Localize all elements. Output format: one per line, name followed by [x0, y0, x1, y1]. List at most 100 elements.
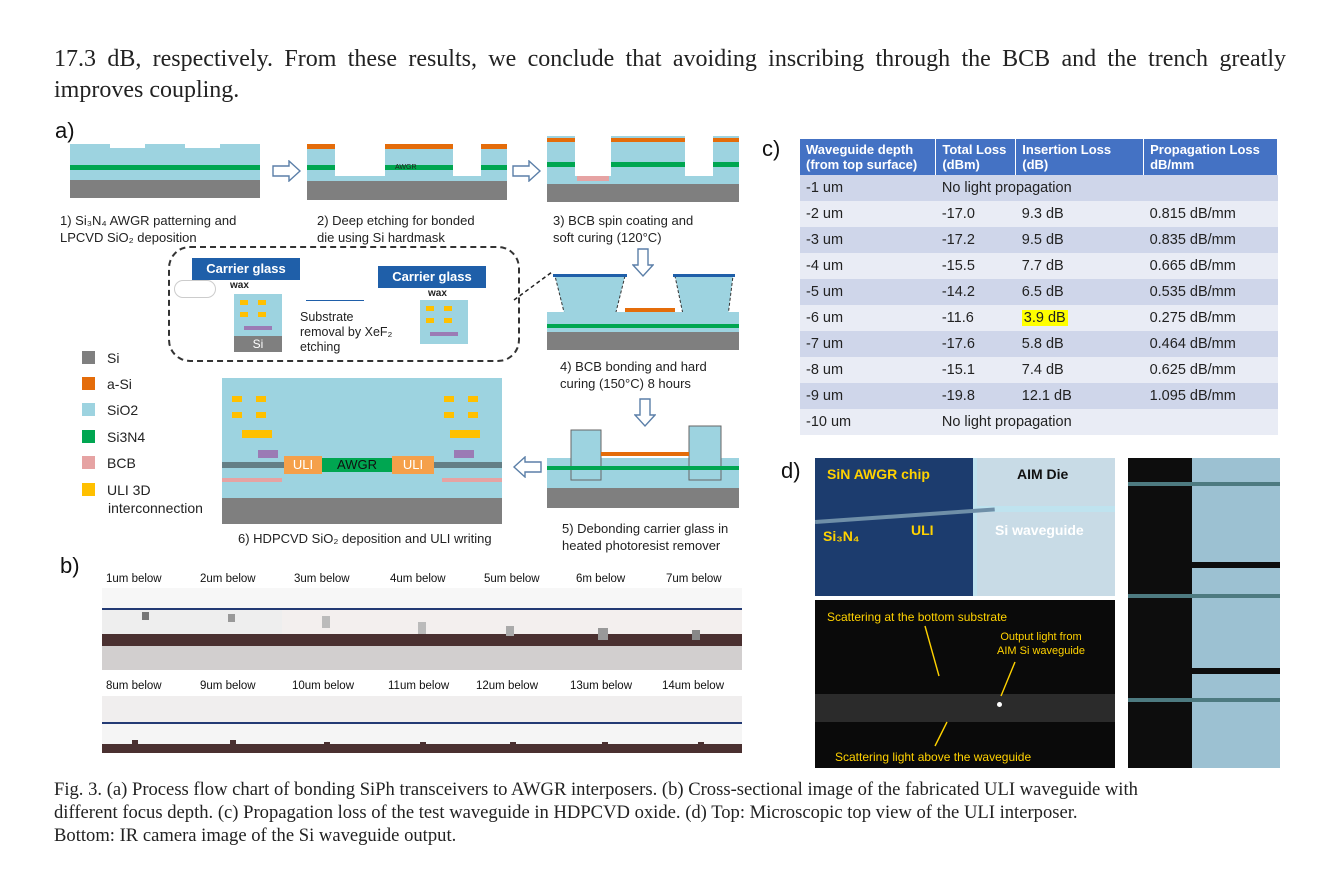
table-cell: 9.3 dB	[1015, 201, 1144, 227]
figure-caption: Fig. 3. (a) Process flow chart of bondin…	[54, 779, 1138, 800]
uli-block-right: ULI	[392, 456, 434, 474]
step5-cross-section	[547, 425, 739, 508]
table-row: -8 um -15.1 7.4 dB 0.625 dB/mm	[800, 357, 1278, 383]
table-cell: 0.464 dB/mm	[1143, 331, 1278, 357]
loss-table-container: Waveguide depth (from top surface) Total…	[800, 139, 1278, 435]
swatch-icon	[82, 456, 95, 469]
substrate-removal-line2: removal by XeF₂	[300, 325, 393, 339]
die-right	[420, 300, 468, 344]
table-cell: 3.9 dB	[1015, 305, 1144, 331]
table-cell: 12.1 dB	[1015, 383, 1144, 409]
swatch-icon	[82, 351, 95, 364]
legend-label: a-Si	[107, 376, 132, 392]
table-cell: -14.2	[935, 279, 1016, 305]
swatch-icon	[82, 430, 95, 443]
arrow-down-icon	[634, 398, 656, 428]
table-row: -4 um -15.5 7.7 dB 0.665 dB/mm	[800, 253, 1278, 279]
arrow-left-icon	[512, 456, 542, 478]
focus-image-row1	[102, 588, 742, 670]
table-cell: No light propagation	[935, 409, 1278, 435]
legend-item-bcb: BCB	[82, 454, 136, 472]
table-cell: -9 um	[800, 383, 936, 409]
legend-label: Si3N4	[107, 429, 146, 445]
table-cell: 0.815 dB/mm	[1143, 201, 1278, 227]
table-cell: -4 um	[800, 253, 936, 279]
aim-die-label: AIM Die	[1017, 466, 1069, 482]
microscope-top-image: SiN AWGR chip AIM Die Si₃N₄ ULI Si waveg…	[815, 458, 1115, 596]
figure-caption-3: Bottom: IR camera image of the Si wavegu…	[54, 825, 457, 846]
swatch-icon	[82, 483, 95, 496]
swatch-icon	[82, 403, 95, 416]
step4-cross-section	[547, 274, 739, 350]
table-cell: 5.8 dB	[1015, 331, 1144, 357]
legend-label-2: interconnection	[108, 500, 203, 516]
table-row: -10 um No light propagation	[800, 409, 1278, 435]
table-cell: -3 um	[800, 227, 936, 253]
step6-cross-section	[222, 396, 502, 524]
panel-label-c: c)	[762, 136, 781, 161]
focus-label: 1um below	[106, 573, 162, 585]
wax-label-left: wax	[230, 280, 249, 291]
highlighted-value: 3.9 dB	[1021, 310, 1068, 326]
step4-caption: 4) BCB bonding and hard	[560, 359, 707, 374]
table-cell: -1 um	[800, 175, 936, 201]
step2-caption-2: die using Si hardmask	[317, 230, 445, 245]
scattering-above-label: Scattering light above the waveguide	[835, 750, 1032, 764]
step4-diagram	[547, 272, 739, 352]
step4-caption-2: curing (150°C) 8 hours	[560, 376, 691, 391]
process-arrow-icon	[306, 300, 364, 301]
table-row: -2 um -17.0 9.3 dB 0.815 dB/mm	[800, 201, 1278, 227]
step3-diagram	[547, 130, 739, 205]
arrow-down-icon	[632, 248, 654, 278]
step5-diagram	[547, 424, 739, 510]
step2-caption: 2) Deep etching for bonded	[317, 213, 475, 228]
table-header-row: Waveguide depth (from top surface) Total…	[800, 139, 1278, 175]
si-waveguide-label: Si waveguide	[995, 522, 1084, 538]
step3-caption-2: soft curing (120°C)	[553, 230, 662, 245]
legend-item-uli: ULI 3D	[82, 481, 151, 499]
focus-label: 8um below	[106, 680, 162, 692]
awgr-small-label: AWGR	[395, 164, 417, 171]
step1-caption: 1) Si₃N₄ AWGR patterning and	[60, 213, 237, 228]
panel-label-b: b)	[60, 553, 80, 578]
carrier-glass-right: Carrier glass	[378, 266, 486, 288]
table-cell: -17.6	[935, 331, 1016, 357]
table-row: -5 um -14.2 6.5 dB 0.535 dB/mm	[800, 279, 1278, 305]
ir-camera-image: Scattering at the bottom substrate Outpu…	[815, 600, 1115, 768]
step1-diagram	[70, 140, 260, 200]
connector-arrow-icon	[513, 271, 553, 301]
table-cell: 9.5 dB	[1015, 227, 1144, 253]
legend-item-si3n4: Si3N4	[82, 428, 145, 446]
carrier-glass-left: Carrier glass	[192, 258, 300, 280]
focus-label: 7um below	[666, 573, 722, 585]
awgr-block: AWGR	[322, 458, 392, 472]
column-header: Total Loss (dBm)	[935, 139, 1017, 175]
uli-label: ULI	[911, 522, 934, 538]
table-cell: 0.665 dB/mm	[1143, 253, 1278, 279]
table-cell: -11.6	[935, 305, 1016, 331]
table-cell: -5 um	[800, 279, 936, 305]
loss-table: Waveguide depth (from top surface) Total…	[800, 139, 1278, 435]
pointer-arrows	[924, 625, 1016, 747]
step2-diagram: AWGR	[307, 140, 507, 202]
table-cell: 0.835 dB/mm	[1143, 227, 1278, 253]
table-cell: 7.7 dB	[1015, 253, 1144, 279]
output-light-label-1: Output light from	[1000, 631, 1082, 643]
table-cell: -17.0	[935, 201, 1016, 227]
si-substrate: Si	[234, 336, 282, 352]
table-cell: -15.5	[935, 253, 1016, 279]
table-row: -1 um No light propagation	[800, 175, 1278, 201]
microscope-side-images	[1128, 458, 1280, 768]
table-cell: -17.2	[935, 227, 1016, 253]
focus-label: 3um below	[294, 573, 350, 585]
sin-chip-label: SiN AWGR chip	[827, 466, 930, 482]
output-light-spot	[997, 702, 1002, 707]
interconnect-icon	[240, 300, 272, 330]
step6-caption: 6) HDPCVD SiO₂ deposition and ULI writin…	[238, 531, 492, 546]
step2-cross-section	[307, 140, 507, 200]
table-cell: -19.8	[935, 383, 1016, 409]
uli-block-left: ULI	[284, 456, 322, 474]
focus-label: 12um below	[476, 680, 539, 692]
step5-caption-2: heated photoresist remover	[562, 538, 721, 553]
table-cell: 0.535 dB/mm	[1143, 279, 1278, 305]
